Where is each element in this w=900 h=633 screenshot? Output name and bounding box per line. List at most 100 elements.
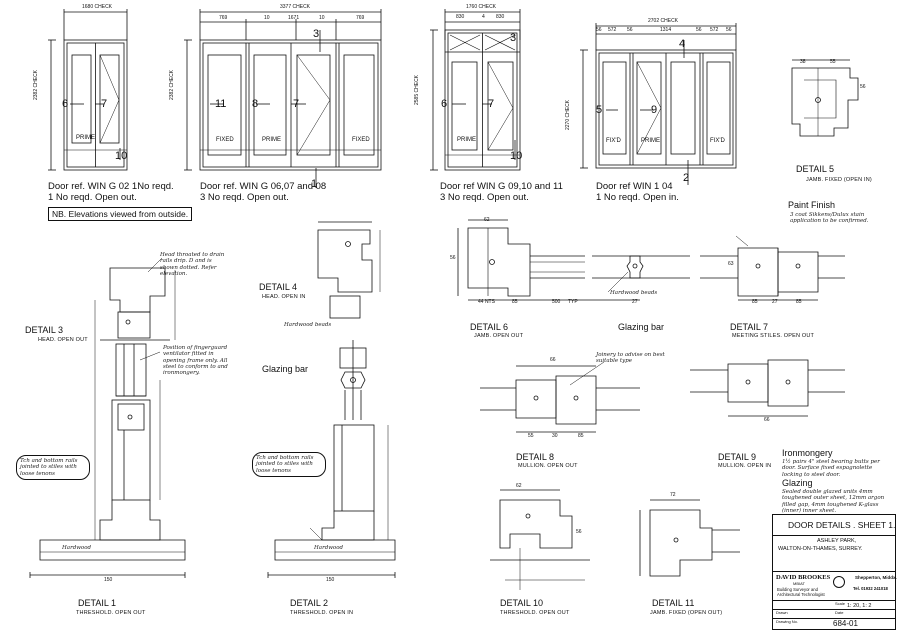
firm-role-2: Architectural Technologist (777, 592, 825, 597)
detail-10-title: DETAIL 10 (500, 598, 544, 608)
detail-1-dim: 150 (104, 577, 113, 583)
detail-7-dim: 27 (772, 299, 778, 305)
drawing-no-label: Drawing No. (776, 619, 799, 624)
hardwood-beads-label-2: Hardwood beads (610, 290, 658, 296)
joinery-note: Joinery to advise on best suitable type (596, 352, 665, 365)
detail-6-dim: 500 (552, 299, 561, 305)
ironmongery-note: 1½ pairs 4" steel bearing butts per door… (782, 459, 880, 478)
position-note: Position of fingerguard ventilator fitte… (163, 345, 228, 377)
firm-qualification: MBIAT (793, 581, 805, 586)
detail-7-dim: 85 (752, 299, 758, 305)
detail-3-drawing (29, 267, 186, 578)
firm-role-1: Building Surveyor and (777, 587, 818, 592)
elevation-2-sub-dim: 10 (264, 15, 270, 21)
elevation-1-width-dim: 1680 CHECK (82, 4, 113, 10)
elevation-4-mark: 9 (651, 104, 658, 116)
detail-9-dim: 66 (764, 417, 770, 423)
head-note: Head throated to drain rails drip. D and… (160, 252, 225, 277)
detail-5-title: DETAIL 5 (796, 164, 835, 174)
detail-10-subtitle: THRESHOLD. OPEN OUT (500, 610, 570, 616)
detail-10-dim: 62 (516, 483, 522, 489)
sheet-title: DOOR DETAILS . SHEET 1. (788, 520, 896, 530)
detail-1-subtitle: THRESHOLD. OPEN OUT (76, 610, 146, 616)
glazing-bar-title-2: Glazing bar (618, 322, 665, 332)
detail-11-dim: 72 (670, 492, 676, 498)
elevation-4-caption: Door ref WIN 1 04 (596, 181, 673, 192)
firm-address: Shepperton, Middx. (855, 575, 897, 580)
elevation-2-panel-label: FIXED (352, 137, 370, 143)
firm-logo-icon (833, 576, 845, 588)
glazing-bar-vertical-drawing (339, 340, 367, 420)
detail-8-dim: 55 (528, 433, 534, 439)
detail-6-subtitle: JAMB. OPEN OUT (474, 333, 524, 339)
detail-4-drawing (317, 221, 381, 319)
detail-8-drawing (480, 365, 640, 433)
elevation-4-sub-dim: 56 (696, 27, 702, 33)
detail-8-dim: 85 (578, 433, 584, 439)
project-line-1: ASHLEY PARK, (817, 538, 857, 544)
elevation-2-mark: 7 (293, 98, 300, 110)
detail-7-dim: 85 (796, 299, 802, 305)
elevation-3-mark: 10 (510, 150, 523, 162)
elevation-4-height-dim: 2270 CHECK (565, 99, 571, 130)
hardwood-beads-label-1: Hardwood beads (284, 322, 332, 328)
elevation-2-sub-dim: 769 (219, 15, 228, 21)
drawing-number: 684-01 (833, 619, 858, 628)
detail-5-drawing (791, 59, 859, 137)
elevation-4-panel-label: FIX'D (606, 138, 621, 144)
detail-11-drawing (639, 499, 740, 577)
glazing-bar-horizontal-drawing (592, 255, 690, 279)
elevation-2-panel-label: FIXED (216, 137, 234, 143)
elevation-4-sub-dim: 56 (596, 27, 602, 33)
title-block-divider (773, 571, 895, 572)
elevation-2-caption-qty: 3 No reqd. Open out. (200, 192, 289, 203)
detail-8-dim: 30 (552, 433, 558, 439)
detail-6-dim: 62 (484, 217, 490, 223)
elevation-2-sub-dim: 1671 (288, 15, 300, 21)
elevation-3-panel-label: PRIME (457, 137, 477, 143)
elevation-4-mark: 2 (683, 172, 690, 184)
detail-9-drawing (690, 359, 845, 417)
seal-note-1: Tch and bottom rails jointed to stiles w… (16, 455, 90, 480)
elevation-4-sub-dim: 1314 (660, 27, 672, 33)
detail-5-dim: 56 (860, 84, 866, 90)
detail-3-title: DETAIL 3 (25, 325, 64, 335)
title-block-divider (773, 609, 895, 610)
title-block-divider (773, 618, 895, 619)
hardwood-label-2: Hardwood (314, 545, 344, 551)
elevation-win-g09 (430, 9, 521, 171)
detail-7-drawing (700, 247, 845, 301)
paint-finish-note: 3 coat Sikkens/Dulux stain application t… (790, 212, 869, 225)
paint-finish-title: Paint Finish (788, 200, 836, 210)
detail-2-drawing (267, 424, 396, 578)
elevation-4-mark: 4 (679, 38, 686, 50)
glazing-note: Sealed double glazed units 4mm toughened… (782, 489, 885, 514)
elevation-1-mark: 7 (101, 98, 108, 110)
detail-2-dim: 150 (326, 577, 335, 583)
nb-note: NB. Elevations viewed from outside. (48, 207, 193, 221)
detail-7-subtitle: MEETING STILES. OPEN OUT (732, 333, 815, 339)
elevation-4-mark: 5 (596, 104, 603, 116)
detail-6-dim: 85 (512, 299, 518, 305)
elevation-3-caption-qty: 3 No reqd. Open out. (440, 192, 529, 203)
detail-6-drawing (457, 219, 640, 301)
title-block-divider (773, 535, 895, 536)
elevation-2-caption: Door ref. WIN G 06,07 and 08 (200, 181, 327, 192)
detail-8-dim: 66 (550, 357, 556, 363)
detail-6-dim: 56 (450, 255, 456, 261)
elevation-1-height-dim: 2382 CHECK (33, 69, 39, 100)
elevation-4-sub-dim: 572 (608, 27, 617, 33)
elevation-1-panel-label: PRIME (76, 135, 96, 141)
elevation-2-mark: 1 (311, 178, 318, 190)
detail-1-title: DETAIL 1 (78, 598, 117, 608)
firm-name: DAVID BROOKES (776, 574, 831, 581)
elevation-3-sub-dim: 830 (496, 14, 505, 20)
detail-10-dim: 56 (576, 529, 582, 535)
title-block-divider (773, 600, 895, 601)
elevation-win-104 (580, 23, 737, 185)
detail-11-title: DETAIL 11 (652, 598, 695, 608)
project-line-2: WALTON-ON-THAMES, SURREY. (778, 546, 863, 552)
scale-label: Scale (835, 601, 846, 606)
elevation-3-mark: 3 (510, 32, 517, 44)
detail-8-subtitle: MULLION. OPEN OUT (518, 463, 578, 469)
